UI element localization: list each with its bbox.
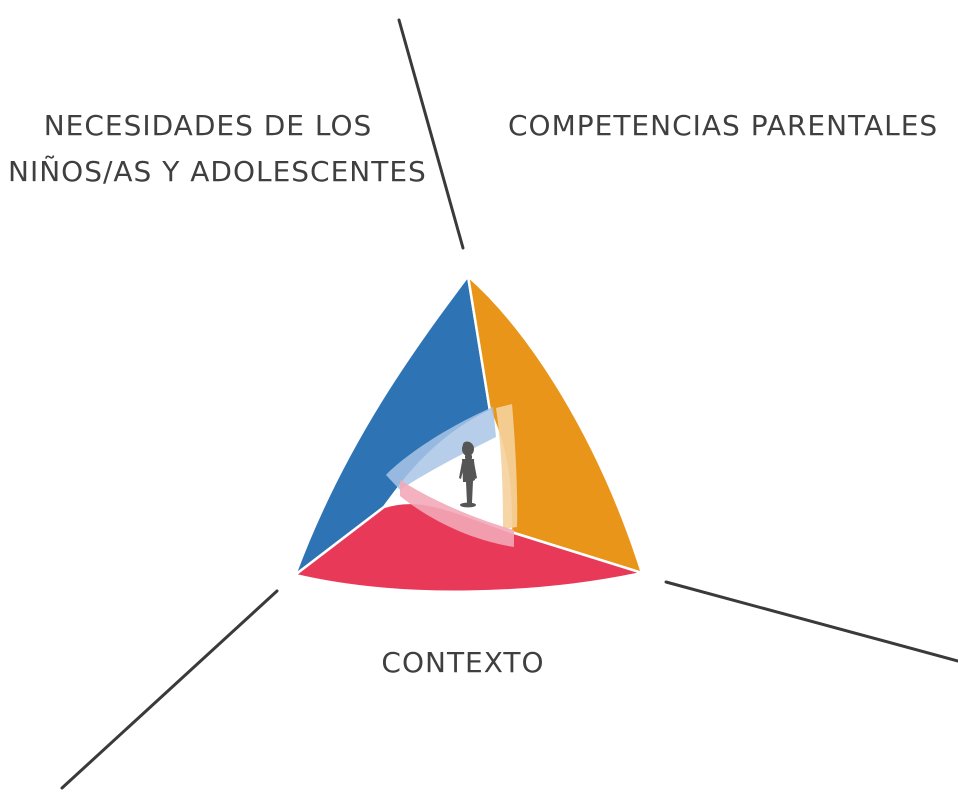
- highlight-band-blue: [386, 407, 496, 490]
- child-silhouette-icon: [459, 441, 477, 508]
- label-competencies: COMPETENCIAS PARENTALES: [508, 109, 939, 142]
- label-needs-line2: NIÑOS/AS Y ADOLESCENTES: [8, 155, 427, 188]
- divider-line-left: [60, 589, 279, 790]
- divider-line-right: [664, 580, 958, 663]
- label-needs: NECESIDADES DE LOS NIÑOS/AS Y ADOLESCENT…: [8, 103, 427, 195]
- divider-line-top: [397, 18, 465, 250]
- label-needs-line1: NECESIDADES DE LOS: [43, 109, 373, 142]
- label-context: CONTEXTO: [381, 646, 545, 679]
- highlight-band-red: [400, 480, 514, 547]
- highlight-band-orange: [496, 404, 518, 529]
